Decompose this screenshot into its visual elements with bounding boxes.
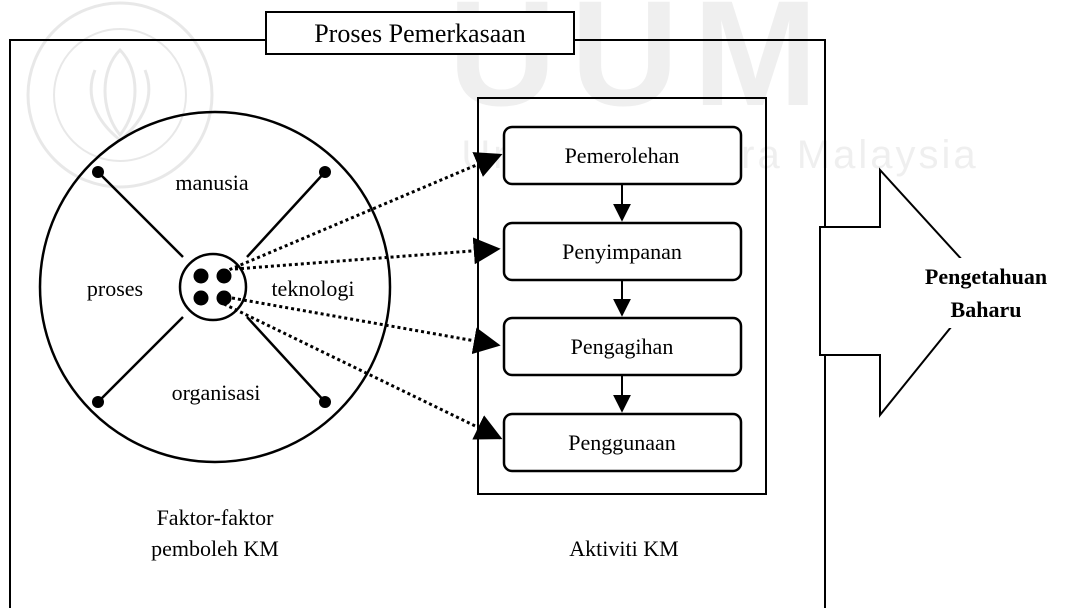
hub-dot: [216, 268, 232, 284]
wheel-outer-circle: [38, 110, 392, 464]
enabler-label-top: manusia: [175, 170, 249, 195]
rim-dot-bottom-left: [92, 396, 104, 408]
outcome-label-bg: [908, 258, 1084, 328]
rim-dot-top-left: [92, 166, 104, 178]
title-box: [265, 11, 575, 55]
diagram-title: Proses Pemerkasaan: [314, 19, 526, 48]
outcome-arrow: [819, 167, 987, 418]
enabler-label-left: proses: [87, 276, 143, 301]
spoke-top-right: [246, 171, 326, 258]
activity-label-pengagihan: Pengagihan: [571, 334, 674, 359]
dotted-arrow-to-penyimpanan: [234, 237, 501, 271]
rim-dot-top-right: [319, 166, 331, 178]
rim-dot-bottom-right: [319, 396, 331, 408]
dotted-arrow-to-pemerolehan: [223, 152, 503, 274]
enabler-label-bottom: organisasi: [172, 380, 261, 405]
activity-box-penggunaan: [502, 412, 743, 473]
hub-dot: [193, 268, 209, 284]
enabler-wheel: manusia proses teknologi organisasi: [38, 110, 392, 464]
dotted-arrow-to-penggunaan: [223, 302, 503, 440]
university-seal-icon: [26, 1, 214, 189]
outcome-label-line2: Baharu: [951, 297, 1022, 322]
activities-container: [477, 97, 767, 495]
spoke-bottom-left: [97, 316, 184, 403]
outcome-label-line1: Pengetahuan: [925, 264, 1047, 289]
dotted-arrow-to-pengagihan: [231, 296, 501, 355]
activities-caption: Aktiviti KM: [569, 536, 678, 561]
spoke-bottom-right: [246, 316, 326, 403]
connector-arrows: [223, 152, 503, 440]
enablers-caption-line2: pemboleh KM: [151, 536, 279, 561]
activity-boxes: Pemerolehan Penyimpanan Pengagihan Pengg…: [502, 125, 743, 473]
activity-label-penyimpanan: Penyimpanan: [562, 239, 682, 264]
spoke-top-left: [97, 171, 184, 258]
hub-dot: [216, 290, 232, 306]
activity-label-pemerolehan: Pemerolehan: [565, 143, 680, 168]
enabler-label-right: teknologi: [271, 276, 354, 301]
enablers-caption-line1: Faktor-faktor: [157, 505, 275, 530]
hub-dot: [193, 290, 209, 306]
activity-label-penggunaan: Penggunaan: [568, 430, 676, 455]
